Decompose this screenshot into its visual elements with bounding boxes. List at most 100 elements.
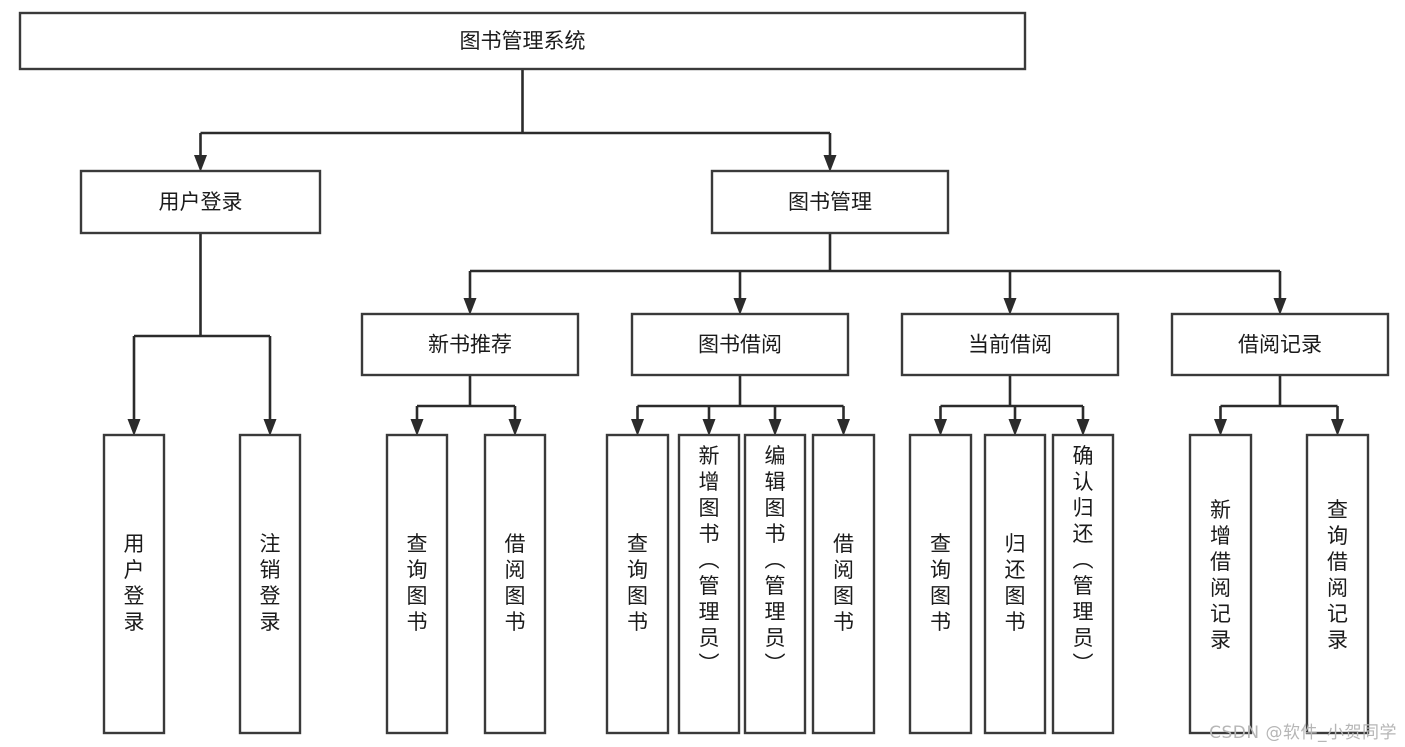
arrow-head-icon <box>1076 419 1090 436</box>
node-label-char: 增 <box>699 470 720 494</box>
connector-group <box>1214 375 1344 436</box>
arrow-head-icon <box>733 298 747 315</box>
node-label-char: 询 <box>407 558 428 582</box>
node-label-char: 增 <box>1210 524 1231 548</box>
node-label-char: 理 <box>765 600 786 624</box>
connector-group <box>410 375 522 436</box>
node-current[interactable]: 当前借阅 <box>900 312 1120 377</box>
connector-group <box>631 375 850 436</box>
node-box[interactable] <box>102 433 166 735</box>
node-label-char: 书 <box>627 610 648 634</box>
node-box[interactable] <box>900 312 1120 377</box>
node-label-char: 归 <box>1005 532 1026 556</box>
node-label-char: 录 <box>260 610 281 634</box>
node-label-char: 图 <box>627 584 648 608</box>
node-login[interactable]: 用户登录 <box>79 169 322 235</box>
node-label-char: 借 <box>1210 550 1231 574</box>
node-label-char: 登 <box>124 584 145 608</box>
node-label-char: 登 <box>260 584 281 608</box>
node-label-char: 员 <box>765 626 786 650</box>
node-box[interactable] <box>1170 312 1390 377</box>
node-box[interactable] <box>360 312 580 377</box>
node-borrow[interactable]: 图书借阅 <box>630 312 850 377</box>
node-label-char: 还 <box>1073 522 1094 546</box>
node-box[interactable] <box>79 169 322 235</box>
node-box[interactable] <box>238 433 302 735</box>
arrow-head-icon <box>934 419 947 436</box>
arrow-head-icon <box>463 298 477 315</box>
node-box[interactable] <box>677 433 741 735</box>
node-box[interactable] <box>983 433 1047 735</box>
node-label-char: 书 <box>833 610 854 634</box>
node-label-char: 户 <box>124 558 145 582</box>
node-box[interactable] <box>483 433 547 735</box>
node-box[interactable] <box>1188 433 1253 735</box>
node-box[interactable] <box>811 433 876 735</box>
node-box[interactable] <box>385 433 449 735</box>
node-label-char: 注 <box>260 532 281 556</box>
node-records[interactable]: 借阅记录 <box>1170 312 1390 377</box>
node-label-char: 记 <box>1327 602 1348 626</box>
node-label-char: 书 <box>765 522 786 546</box>
node-box[interactable] <box>630 312 850 377</box>
node-label-char: 新 <box>1210 498 1231 522</box>
node-label-char: 借 <box>833 532 854 556</box>
node-label-char: 查 <box>930 532 951 556</box>
node-label-char: 图 <box>699 496 720 520</box>
node-label-char: 书 <box>407 610 428 634</box>
arrow-head-icon <box>194 155 207 172</box>
node-label-char: 确 <box>1073 444 1094 468</box>
node-label-char: 图 <box>765 496 786 520</box>
arrow-head-icon <box>768 419 782 436</box>
node-label-char: 管 <box>699 574 720 598</box>
node-label-char: 编 <box>765 444 786 468</box>
arrow-head-icon <box>508 419 522 436</box>
node-box[interactable] <box>743 433 807 735</box>
node-box[interactable] <box>18 11 1027 71</box>
node-label-char: 图 <box>930 584 951 608</box>
node-root[interactable]: 图书管理系统 <box>18 11 1027 71</box>
node-box[interactable] <box>908 433 973 735</box>
node-label: 新书推荐 <box>428 333 512 357</box>
node-bookmgmt[interactable]: 图书管理 <box>710 169 950 235</box>
node-box[interactable] <box>710 169 950 235</box>
node-label-char: 辑 <box>765 470 786 494</box>
node-label-char: ︵ <box>1073 548 1094 572</box>
arrow-head-icon <box>1214 419 1227 436</box>
node-label-char: 查 <box>627 532 648 556</box>
node-box[interactable] <box>1305 433 1370 735</box>
watermark-label: CSDN @软件_小贺同学 <box>1209 723 1397 743</box>
node-label-char: 图 <box>1005 584 1026 608</box>
node-label-char: 询 <box>627 558 648 582</box>
node-label-char: 图 <box>505 584 526 608</box>
node-label-char: 阅 <box>1210 576 1231 600</box>
node-label-char: 认 <box>1073 470 1094 494</box>
node-label-char: 阅 <box>505 558 526 582</box>
node-label-char: 记 <box>1210 602 1231 626</box>
node-box[interactable] <box>605 433 670 735</box>
connector-group <box>934 375 1090 436</box>
node-newbook[interactable]: 新书推荐 <box>360 312 580 377</box>
node-label: 图书借阅 <box>698 333 782 357</box>
node-leaf-user-login[interactable]: 用户登录 <box>102 433 166 735</box>
node-label-char: 新 <box>699 444 720 468</box>
arrow-head-icon <box>127 419 141 436</box>
node-label-char: ︶ <box>1073 652 1094 676</box>
node-box[interactable] <box>1051 433 1115 735</box>
node-label-char: 查 <box>407 532 428 556</box>
node-label-char: 书 <box>699 522 720 546</box>
